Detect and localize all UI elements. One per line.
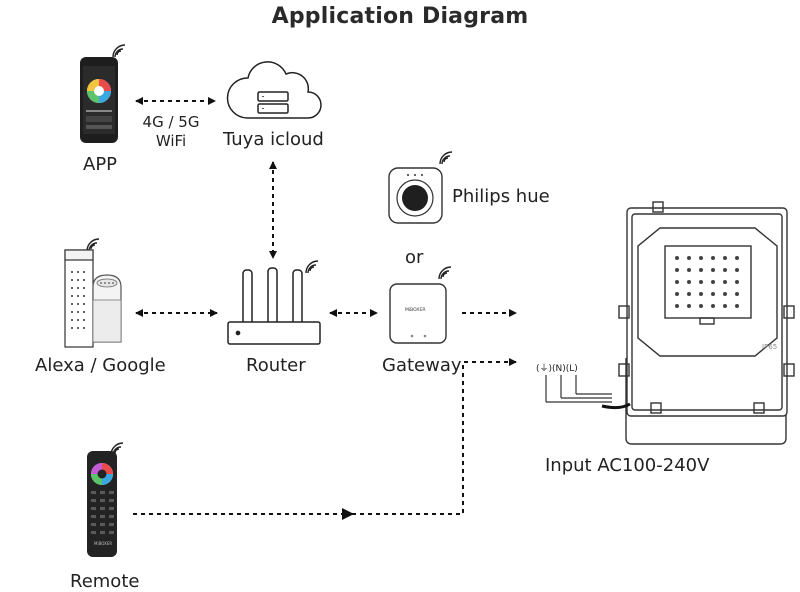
label-input: Input AC100-240V (545, 455, 710, 476)
fixture-mark: IP65 (762, 343, 777, 351)
label-gateway: Gateway (382, 355, 462, 376)
floodlight-fixture-icon: IP65 (618, 201, 795, 445)
connector-remote-fixture (133, 358, 517, 520)
gateway-brand: MiBOXER (405, 307, 425, 313)
remote-brand: MiBOXER (94, 541, 112, 546)
label-remote: Remote (70, 571, 140, 592)
remote-control-icon (87, 451, 117, 557)
label-cloud: Tuya icloud (223, 129, 324, 150)
cloud-icon (226, 61, 322, 119)
router-icon (227, 267, 321, 345)
label-link-line1: 4G / 5G (142, 113, 200, 131)
gateway-icon (389, 283, 447, 344)
hue-bridge-icon (388, 167, 443, 224)
wiring (545, 375, 631, 410)
label-link-line2: WiFi (155, 132, 187, 150)
label-or: or (405, 247, 424, 268)
smartphone-icon (80, 57, 118, 143)
label-philips: Philips hue (452, 186, 550, 207)
smart-speaker-icon (64, 249, 122, 348)
label-router: Router (246, 355, 306, 376)
label-link: 4G / 5G WiFi (136, 113, 206, 151)
diagram-title: Application Diagram (271, 4, 529, 29)
terminal-labels: (⏚)(N)(L) (536, 363, 578, 374)
label-alexa: Alexa / Google (35, 355, 166, 376)
label-app: APP (83, 154, 118, 175)
